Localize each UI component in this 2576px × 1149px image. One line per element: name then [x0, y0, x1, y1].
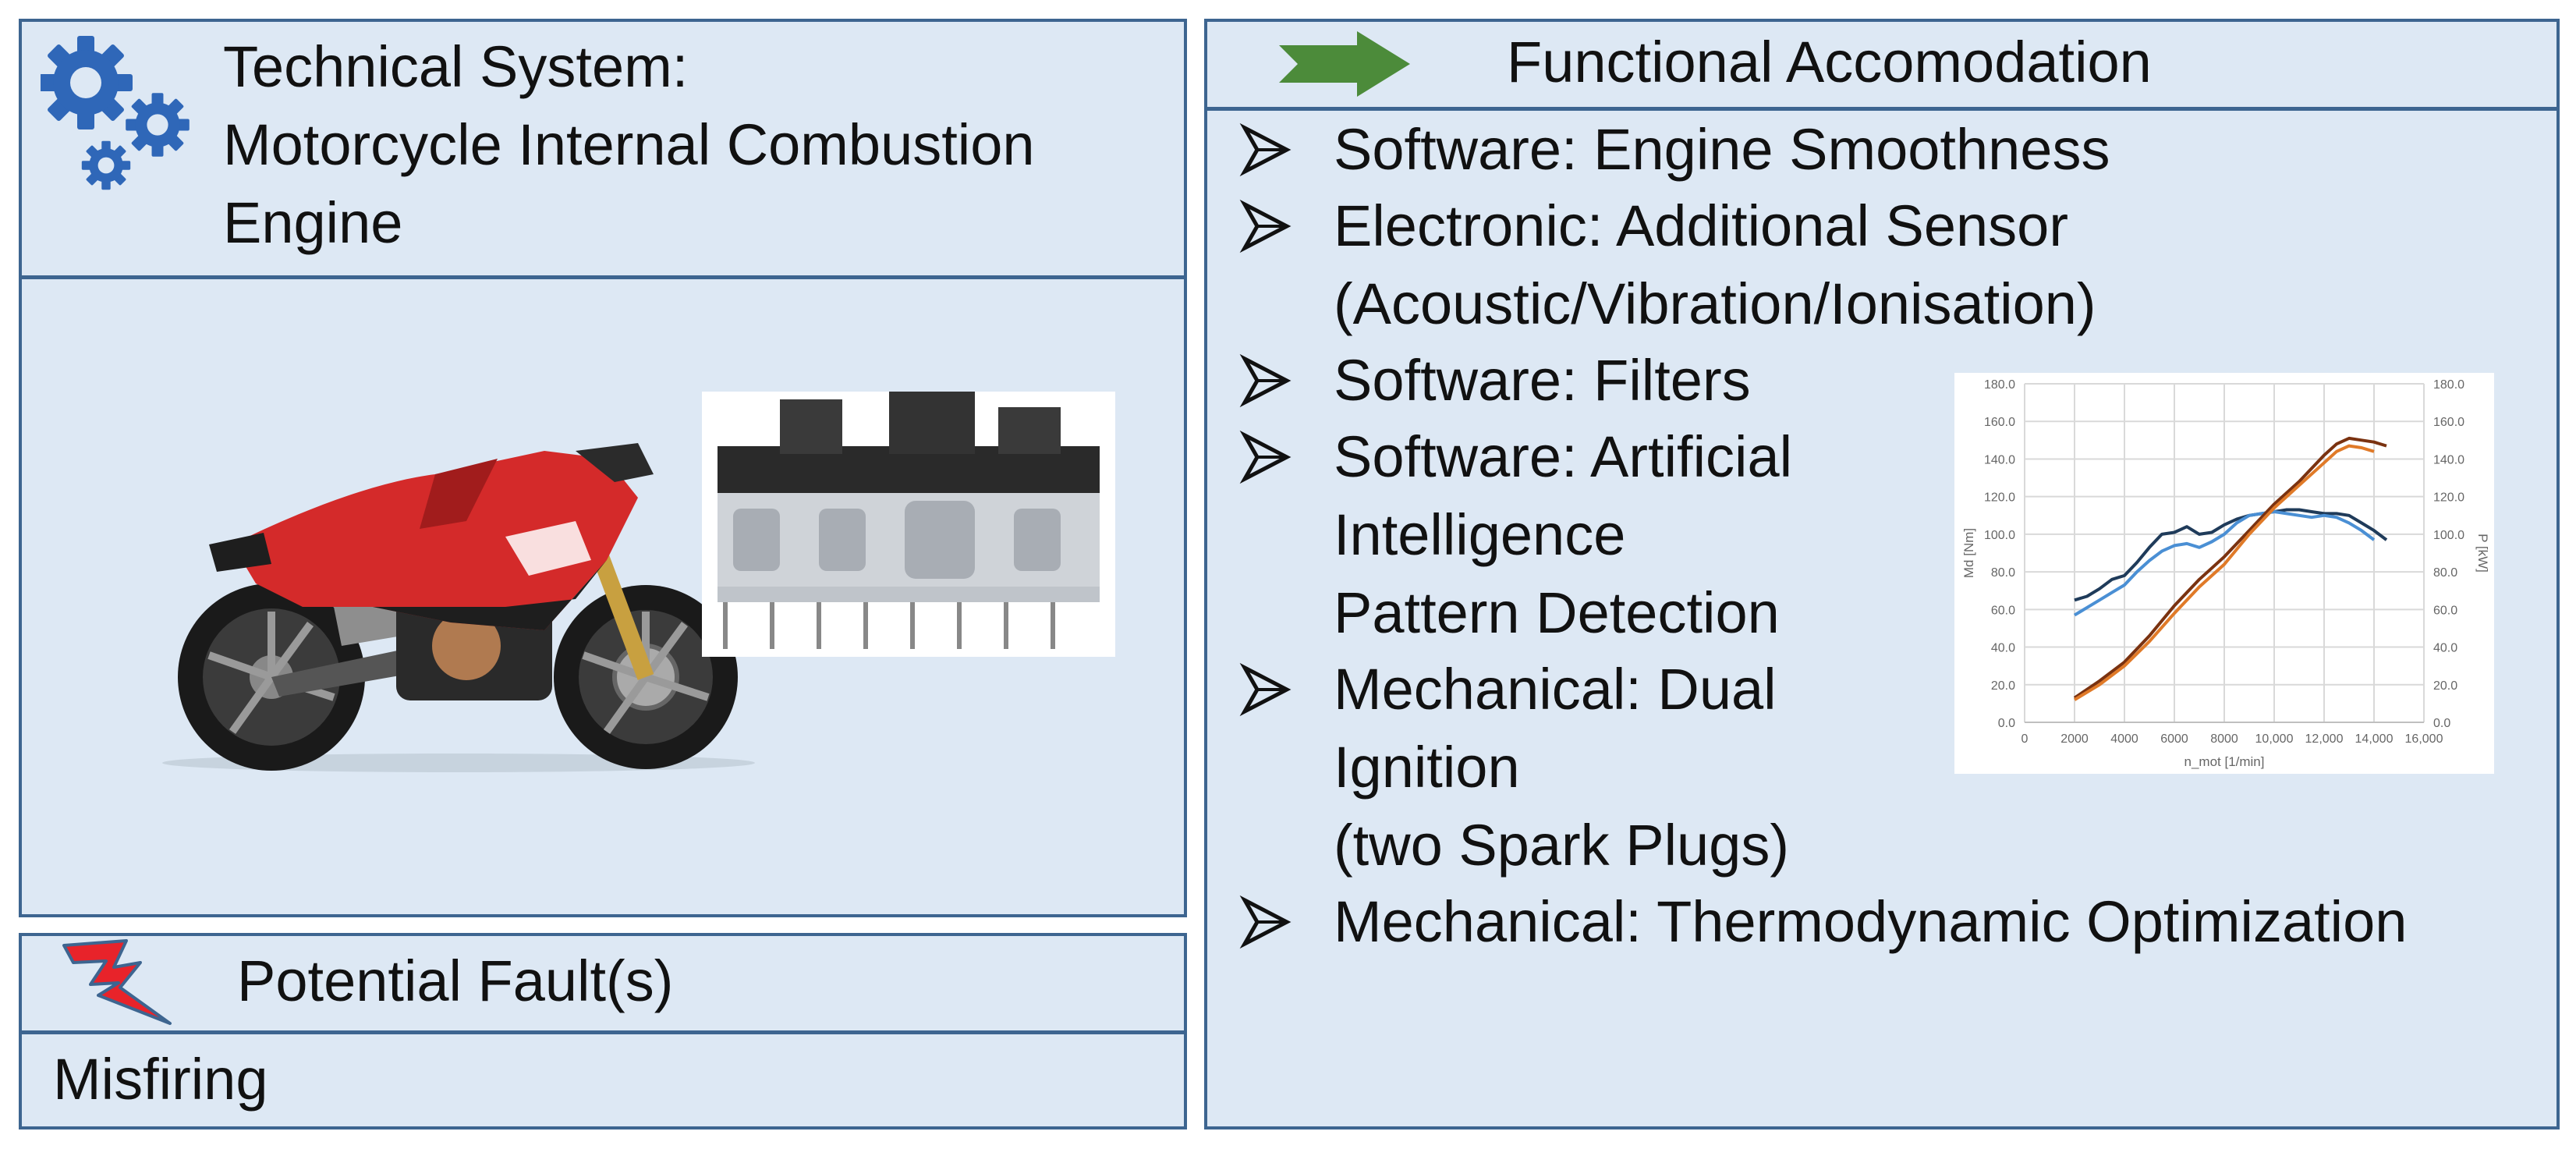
chart-xtick-label: 12,000 [2305, 732, 2344, 746]
functional-accommodation-panel: Functional Accomodation Software: Engine… [1204, 19, 2560, 1129]
chart-xtick-label: 2000 [2060, 732, 2089, 746]
chart-y2tick-label: 160.0 [2433, 416, 2464, 429]
bullet-4-line-3: Pattern Detection [1334, 580, 1780, 645]
bullet-5-line-1: Mechanical: Dual [1334, 657, 1777, 722]
chart-y2tick-label: 40.0 [2433, 642, 2457, 655]
technical-system-title-line2: Motorcycle Internal Combustion [223, 112, 1035, 177]
technical-system-header: Technical System: Motorcycle Internal Co… [22, 22, 1184, 279]
bullet-arrow-icon [1239, 353, 1292, 408]
chart-xtick-label: 4000 [2110, 732, 2138, 746]
chart-xtick-label: 10,000 [2255, 732, 2294, 746]
potential-faults-title: Potential Fault(s) [237, 949, 674, 1013]
bullet-2-line-2: (Acoustic/Vibration/Ionisation) [1334, 271, 2096, 336]
chart-y2tick-label: 120.0 [2433, 491, 2464, 505]
chart-y2tick-label: 180.0 [2433, 378, 2464, 392]
chart-xtick-label: 8000 [2210, 732, 2238, 746]
chart-series-line-4 [2073, 444, 2375, 701]
chart-y2tick-label: 60.0 [2433, 604, 2457, 617]
technical-system-panel: Technical System: Motorcycle Internal Co… [19, 19, 1187, 917]
bullet-5-line-3: (two Spark Plugs) [1334, 813, 1789, 878]
bullet-5-line-2: Ignition [1334, 735, 1520, 800]
chart-series-line-3 [2073, 436, 2387, 700]
functional-accommodation-title: Functional Accomodation [1507, 30, 2152, 94]
bullet-4-line-1: Software: Artificial [1334, 424, 1793, 489]
chart-y2label: P [kW] [2475, 534, 2490, 573]
bullet-4-line-2: Intelligence [1334, 502, 1626, 567]
technical-system-title-line1: Technical System: [223, 34, 689, 99]
chart-series-line-1 [2074, 508, 2388, 602]
chart-y2tick-label: 100.0 [2433, 529, 2464, 542]
arrow-right-icon [1279, 31, 1410, 97]
chart-ytick-label: 0.0 [1998, 717, 2015, 730]
functional-accommodation-header: Functional Accomodation [1207, 22, 2557, 111]
bullet-arrow-icon [1239, 199, 1292, 254]
chart-svg: 0.0 20.0 40.0 60.0 80.0 100.0 120.0 140.0 160.0 1… [1961, 378, 2490, 769]
chart-ytick-label: 60.0 [1991, 604, 2015, 617]
chart-ytick-label: 180.0 [1984, 378, 2015, 392]
gears-icon [41, 36, 190, 190]
chart-xtick-label: 14,000 [2355, 732, 2394, 746]
potential-faults-panel: Potential Fault(s) Misfiring [19, 933, 1187, 1129]
chart-ytick-label: 80.0 [1991, 566, 2015, 580]
bullet-arrow-icon [1239, 895, 1292, 949]
chart-ylabel: Md [Nm] [1961, 528, 1976, 578]
motorcycle-image [162, 443, 755, 772]
chart-xtick-label: 0 [2021, 732, 2029, 746]
bullet-arrow-icon [1239, 430, 1292, 484]
bullet-3-line-1: Software: Filters [1334, 348, 1751, 413]
bullet-arrow-icon [1239, 122, 1292, 177]
chart-xtick-label: 16,000 [2405, 732, 2443, 746]
chart-xtick-label: 6000 [2160, 732, 2188, 746]
chart-y2tick-label: 80.0 [2433, 566, 2457, 580]
chart-y2tick-label: 0.0 [2433, 717, 2450, 730]
chart-y2tick-label: 140.0 [2433, 453, 2464, 466]
chart-ytick-label: 20.0 [1991, 679, 2015, 693]
chart-ytick-label: 100.0 [1984, 529, 2015, 542]
bullet-arrow-icon [1239, 662, 1292, 717]
technical-system-title-line3: Engine [223, 190, 403, 255]
bullet-2-line-1: Electronic: Additional Sensor [1334, 193, 2068, 258]
engine-image [702, 392, 1115, 657]
chart-ytick-label: 40.0 [1991, 642, 2015, 655]
bullet-1-line-1: Software: Engine Smoothness [1334, 117, 2110, 182]
fault-item-misfiring: Misfiring [53, 1047, 268, 1112]
chart-series-line-2 [2073, 510, 2376, 617]
torque-power-chart: 0.0 20.0 40.0 60.0 80.0 100.0 120.0 140.0 160.0 1… [1954, 373, 2494, 774]
lightning-icon [62, 939, 172, 1025]
bullet-6-line-1: Mechanical: Thermodynamic Optimization [1334, 889, 2408, 954]
chart-ytick-label: 160.0 [1984, 416, 2015, 429]
chart-xlabel: n_mot [1/min] [2184, 754, 2265, 769]
chart-ytick-label: 140.0 [1984, 453, 2015, 466]
chart-ytick-label: 120.0 [1984, 491, 2015, 505]
chart-y2tick-label: 20.0 [2433, 679, 2457, 693]
potential-faults-header: Potential Fault(s) [22, 936, 1184, 1034]
